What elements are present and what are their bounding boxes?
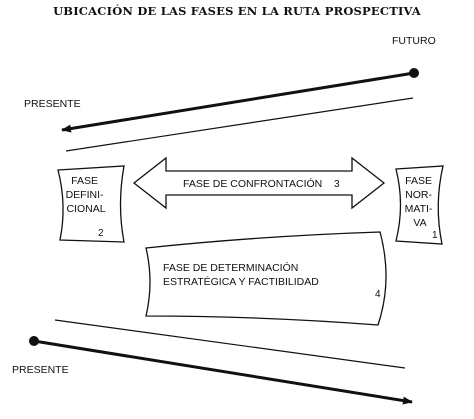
fase-confrontacion-label: FASE DE CONFRONTACIÓN bbox=[183, 177, 322, 190]
fase-definicional-number: 2 bbox=[98, 228, 104, 239]
presente-top-label: PRESENTE bbox=[24, 98, 81, 110]
fase-definicional-box bbox=[57, 165, 125, 243]
diagram-title: UBICACIÓN DE LAS FASES EN LA RUTA PROSPE… bbox=[53, 4, 422, 18]
futuro-label: FUTURO bbox=[392, 35, 436, 47]
bottom-route-guide-line bbox=[54, 319, 406, 369]
fase-definicional-label: FASE DEFINI- CIONAL bbox=[66, 175, 107, 215]
fase-confrontacion-double-arrow bbox=[132, 156, 386, 210]
bottom-route-arrow bbox=[33, 339, 413, 405]
fase-determinacion-box bbox=[145, 231, 387, 326]
top-route-arrow bbox=[61, 71, 415, 133]
fase-determinacion-label: FASE DE DETERMINACIÓN ESTRATÉGICA Y FACT… bbox=[163, 261, 319, 288]
fase-determinacion-number: 4 bbox=[375, 289, 381, 300]
presente-bottom-label: PRESENTE bbox=[12, 364, 69, 376]
fase-confrontacion-number: 3 bbox=[334, 179, 340, 190]
fase-normativa-number: 1 bbox=[432, 230, 438, 241]
fase-normativa-box bbox=[395, 165, 444, 245]
fase-normativa-label: FASE NOR- MATI- VA bbox=[405, 175, 436, 229]
top-route-guide-line bbox=[65, 97, 414, 152]
